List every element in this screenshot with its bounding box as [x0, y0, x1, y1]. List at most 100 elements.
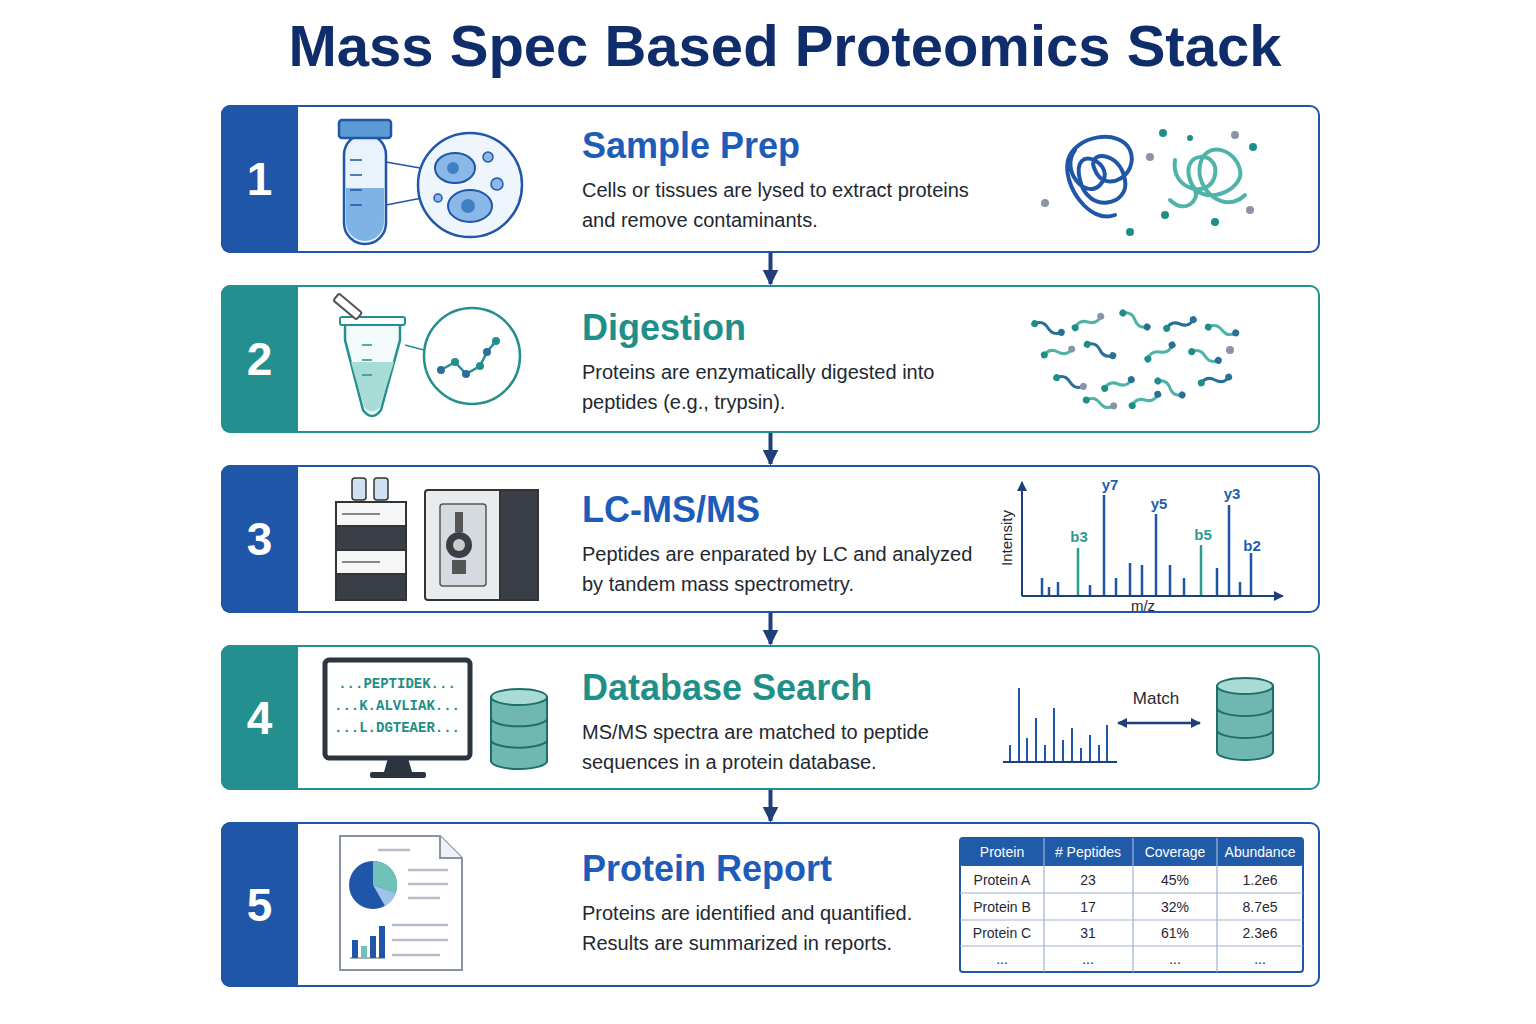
- flow-arrow: [769, 253, 773, 284]
- table-header-cell: Coverage: [1145, 844, 1206, 860]
- mass-spectrometer-icon-part: [500, 490, 538, 600]
- query-spectrum-chart: [1003, 688, 1117, 762]
- protein-table-grid: [960, 838, 1303, 972]
- test-tube-icon-part: [344, 134, 386, 244]
- match-arrow: [1118, 723, 1200, 724]
- contaminant-dots-part: [1211, 218, 1219, 226]
- query-spectrum-chart-part-part: [1106, 725, 1108, 761]
- peptide-fragment-part: [1086, 397, 1115, 409]
- peptide-fragment: [1128, 390, 1163, 411]
- peptide-fragment-part: [1128, 401, 1137, 410]
- mass-spectrometer-icon: [425, 490, 538, 600]
- flow-arrow: [769, 433, 773, 464]
- illustration-layer-part: [1226, 346, 1234, 354]
- peptide-magnifier-icon-part: [405, 345, 424, 350]
- mass-spectrometer-icon-part: [452, 560, 466, 574]
- cell-magnifier-icon-part: [448, 190, 492, 222]
- report-document-icon-part: [370, 936, 376, 958]
- flow-arrow: [769, 613, 773, 644]
- peptide-magnifier-icon: [405, 308, 520, 404]
- ms2-spectrum-chart-part-part: [1228, 505, 1231, 595]
- peptide-fragment: [1162, 315, 1197, 332]
- database-icon-part: [1217, 678, 1273, 694]
- peptide-fragment-part: [1189, 315, 1198, 324]
- diagram-title: Mass Spec Based Proteomics Stack: [0, 12, 1536, 79]
- table-cell: 32%: [1161, 899, 1189, 915]
- ms2-spectrum-chart-part-part: [1129, 563, 1132, 595]
- process-band: 2DigestionProteins are enzymatically dig…: [221, 285, 1320, 433]
- peptide-fragment: [1197, 373, 1233, 387]
- peptide-magnifier-icon-part: [451, 358, 459, 366]
- lc-system-icon-part: [336, 526, 406, 550]
- microtube-icon-part: [362, 345, 372, 375]
- ms2-spectrum-chart-part-part: [1103, 495, 1106, 595]
- process-band: 1Sample PrepCells or tissues are lysed t…: [221, 105, 1320, 253]
- peptide-fragment: [1187, 347, 1222, 364]
- query-spectrum-chart-part-part: [1062, 740, 1064, 761]
- peptide-fragment-part: [1201, 374, 1230, 386]
- step-heading: Database Search: [582, 667, 982, 709]
- ms2-spectrum-chart-part-part: [1239, 582, 1242, 595]
- cell-magnifier-icon-part: [434, 194, 442, 202]
- peptide-fragment-part: [1142, 322, 1152, 332]
- peptide-fragment-part: [1083, 340, 1092, 349]
- peptide-fragment: [1118, 308, 1152, 332]
- cell-magnifier-icon-part: [418, 133, 522, 237]
- ms2-spectrum-chart-part: [1021, 482, 1023, 596]
- report-document-icon-part: [440, 836, 462, 858]
- step-text-column: DigestionProteins are enzymatically dige…: [582, 307, 982, 417]
- report-document-icon: [340, 836, 462, 970]
- monitor-icon-part: [370, 772, 426, 778]
- monitor-icon: [325, 660, 470, 778]
- contaminant-dots-part: [1159, 129, 1167, 137]
- peptide-fragment-part: [1110, 402, 1118, 410]
- table-cell: 23: [1080, 872, 1096, 888]
- report-document-icon-part: [340, 836, 462, 970]
- table-cell: 8.7e5: [1242, 899, 1277, 915]
- step-description: Peptides are enparated by LC and analyze…: [582, 539, 982, 599]
- report-document-icon-part: [352, 940, 358, 958]
- cell-magnifier-icon-part: [483, 152, 493, 162]
- ion-label: b5: [1194, 526, 1212, 543]
- ms2-spectrum-chart-part-part: [1057, 582, 1060, 595]
- query-spectrum-chart-part-part: [1035, 718, 1037, 761]
- peptide-fragment: [1143, 340, 1177, 364]
- match-arrow-part: [1118, 722, 1200, 725]
- microtube-icon-part: [340, 317, 405, 325]
- step-number: 1: [221, 105, 298, 253]
- microtube-icon: [333, 293, 405, 416]
- ms2-spectrum-chart-part: [1042, 495, 1251, 595]
- query-spectrum-chart-part-part: [1026, 738, 1028, 761]
- peptide-fragment-part: [1225, 373, 1233, 381]
- mass-spectrometer-icon-part: [425, 490, 538, 600]
- peptide-fragment-part: [1204, 323, 1212, 331]
- step-heading: Digestion: [582, 307, 982, 349]
- peptide-fragment-part: [1096, 312, 1105, 321]
- peptide-fragment: [1030, 319, 1065, 336]
- query-spectrum-chart-part-part: [1071, 728, 1073, 761]
- database-icon-part: [1217, 708, 1273, 716]
- peptide-fragment-part: [1177, 390, 1187, 400]
- microtube-icon-part: [333, 293, 362, 319]
- database-icon-part: [491, 689, 547, 705]
- monitor-icon-part: [325, 660, 470, 758]
- table-cell: ...: [1169, 951, 1181, 967]
- lc-system-icon-part: [352, 478, 366, 500]
- peptide-fragments: [1030, 308, 1240, 410]
- ms2-spectrum-chart-part-part: [1183, 578, 1186, 595]
- peptide-fragment-part: [1143, 354, 1153, 364]
- peptide-magnifier-icon-part: [462, 370, 470, 378]
- table-cell: ...: [1082, 951, 1094, 967]
- protein-table-grid-part: [960, 838, 1303, 972]
- report-document-icon-part: [378, 850, 448, 955]
- peptide-fragment: [1153, 376, 1187, 400]
- report-document-icon-part: [361, 946, 367, 958]
- database-icon-part: [491, 697, 547, 761]
- table-cell: ...: [996, 951, 1008, 967]
- table-cell: 45%: [1161, 872, 1189, 888]
- peptide-magnifier-icon-part: [476, 362, 484, 370]
- peptide-fragment-part: [1044, 346, 1073, 358]
- database-icon-part: [491, 718, 547, 726]
- step-text-column: Database SearchMS/MS spectra are matched…: [582, 667, 982, 777]
